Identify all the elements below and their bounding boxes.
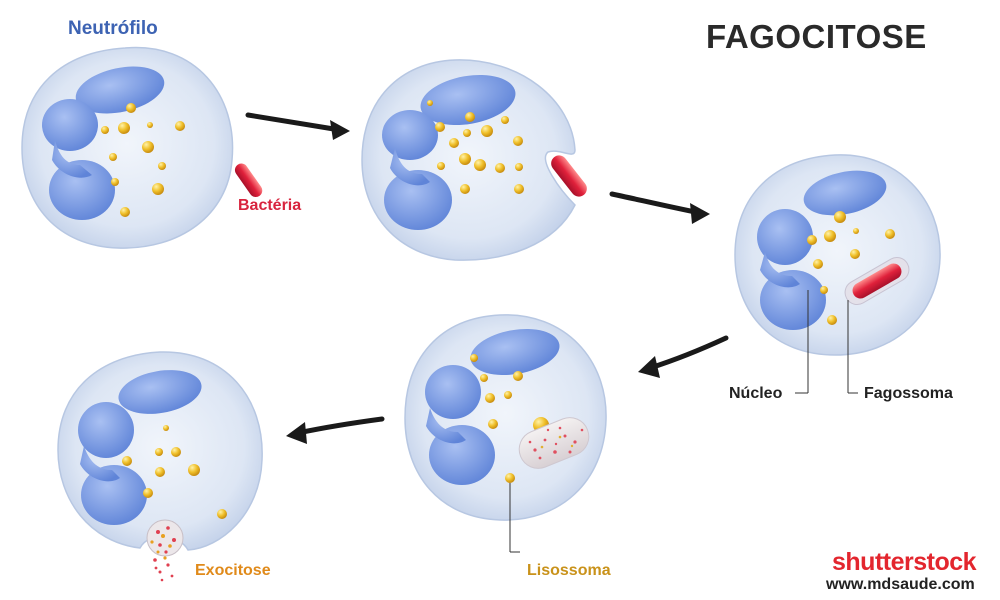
nucleus <box>757 170 887 330</box>
arrow-3 <box>647 335 729 371</box>
stage-5-cell <box>57 351 263 582</box>
bacteria-label: Bactéria <box>238 197 302 214</box>
nucleus <box>42 66 165 220</box>
stage-4-cell <box>404 314 607 553</box>
arrow-2-head <box>690 203 710 224</box>
digestive-vacuole <box>518 417 590 469</box>
stage-2-cell <box>361 59 587 261</box>
nucleus-label: Núcleo <box>729 385 783 402</box>
nucleus <box>425 328 560 485</box>
bacterium <box>852 263 902 299</box>
stage-1-cell <box>21 46 263 249</box>
granules <box>101 103 185 217</box>
arrow-1 <box>245 112 343 133</box>
exocytosis-vesicle <box>146 519 184 582</box>
phagosome <box>844 257 910 305</box>
arrow-4 <box>295 416 385 436</box>
granules <box>470 354 549 483</box>
bacterium <box>551 155 587 197</box>
nucleus <box>382 74 516 230</box>
watermark-url: www.mdsaude.com <box>826 576 975 593</box>
granules <box>122 425 227 519</box>
exocytosis-label: Exocitose <box>195 562 271 579</box>
nucleus <box>78 370 202 525</box>
granules <box>427 100 524 194</box>
lysosome-label: Lisossoma <box>527 562 611 579</box>
arrow-4-head <box>286 422 307 444</box>
stage-3-cell <box>734 154 941 394</box>
granules <box>807 211 895 325</box>
arrow-1-head <box>330 120 350 140</box>
arrow-3-head <box>638 356 660 378</box>
watermark-brand: shutterstock <box>832 548 977 576</box>
arrow-2 <box>609 191 703 216</box>
bacterium <box>234 163 263 198</box>
phagosome-label: Fagossoma <box>864 385 953 402</box>
neutrophil-label: Neutrófilo <box>68 18 158 39</box>
page-title: FAGOCITOSE <box>706 18 927 55</box>
